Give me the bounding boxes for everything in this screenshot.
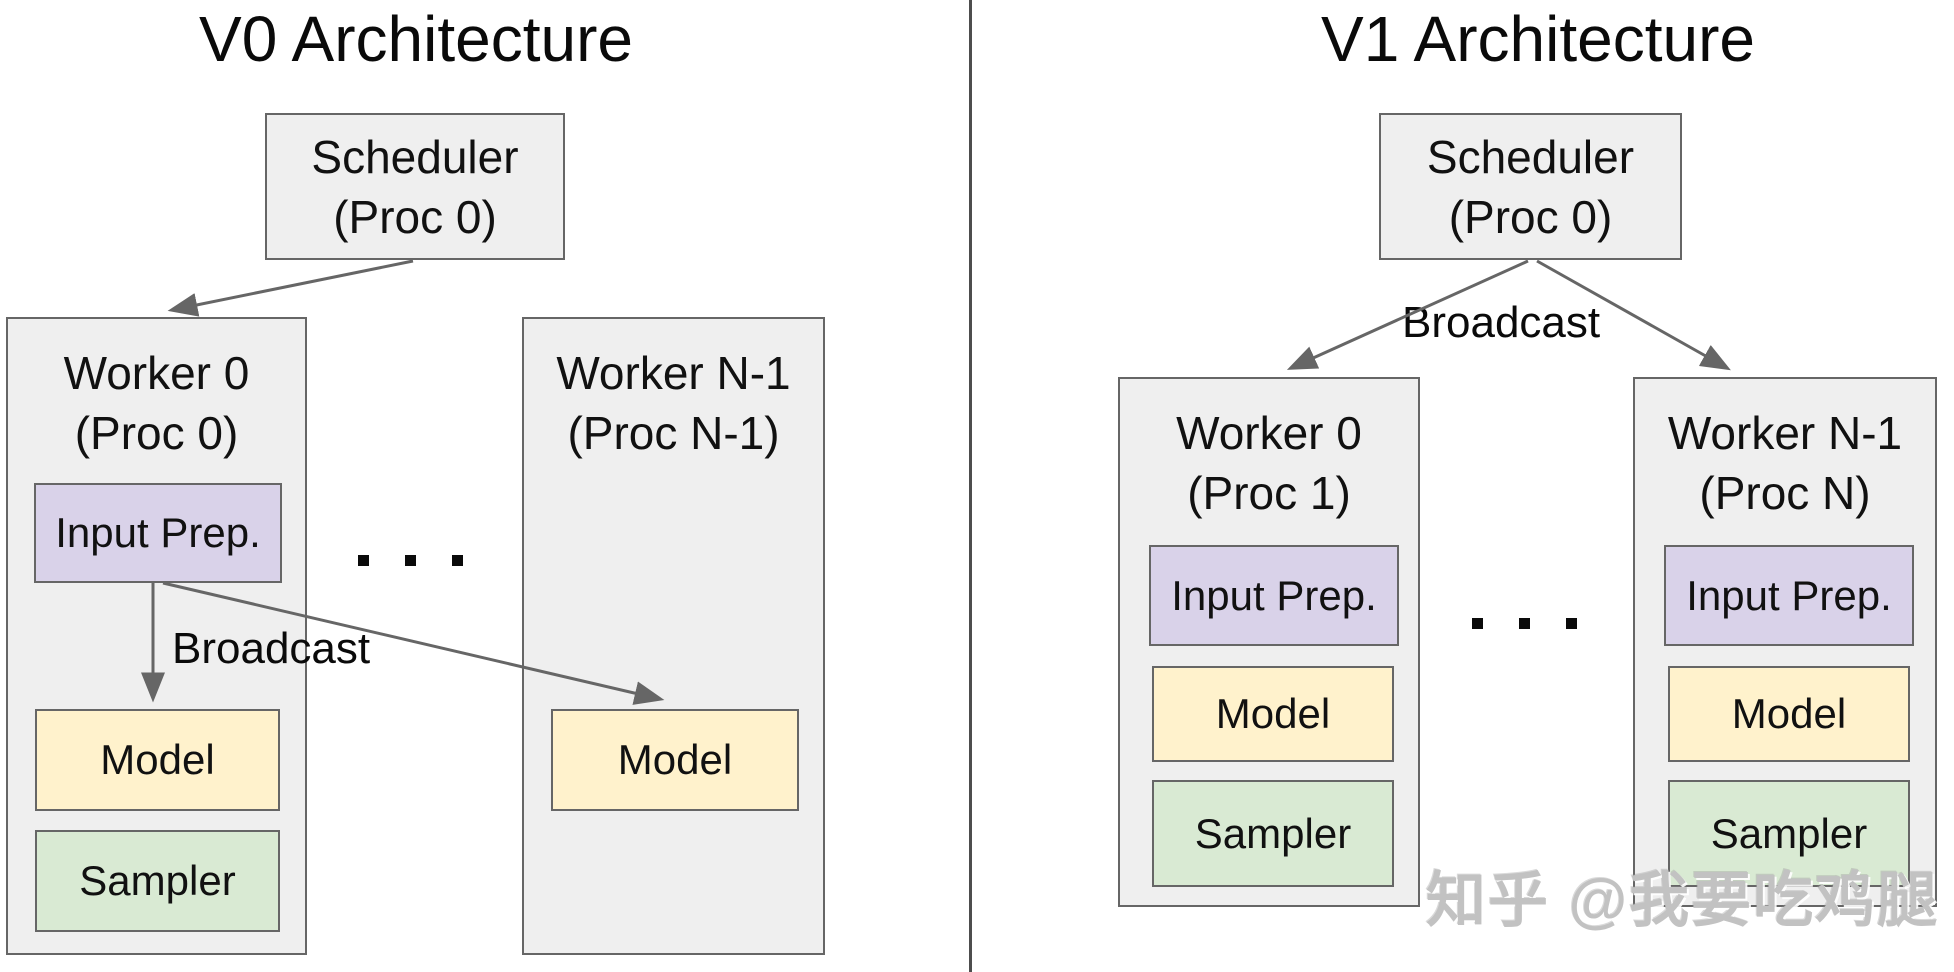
v1-title: V1 Architecture <box>1321 3 1755 75</box>
v1-scheduler-label-line2: (Proc 0) <box>1448 190 1613 243</box>
v1-worker0-label-line2: (Proc 1) <box>1187 467 1351 519</box>
v0-worker0-input-prep-box: Input Prep. <box>34 483 282 583</box>
v1-workerN-box: Worker N-1 (Proc N) Input Prep. Model Sa… <box>1633 377 1937 907</box>
v1-workerN-label-line1: Worker N-1 <box>1667 407 1903 459</box>
v1-scheduler-label-line1: Scheduler <box>1426 130 1635 183</box>
v1-workerN-title: Worker N-1 (Proc N) <box>1635 403 1935 523</box>
v1-workerN-input-prep-box: Input Prep. <box>1664 545 1914 646</box>
v1-worker0-model-box: Model <box>1152 666 1394 762</box>
v0-worker0-model-box: Model <box>35 709 280 811</box>
v0-title: V0 Architecture <box>199 3 633 75</box>
v1-worker0-box: Worker 0 (Proc 1) Input Prep. Model Samp… <box>1118 377 1420 907</box>
v1-ellipsis-dots-icon <box>1472 618 1577 629</box>
v0-workerN-label-line2: (Proc N-1) <box>567 407 780 459</box>
v0-worker0-label-line1: Worker 0 <box>63 347 250 399</box>
panel-divider <box>969 0 972 972</box>
v1-workerN-label-line2: (Proc N) <box>1699 467 1871 519</box>
v1-worker0-sampler-box: Sampler <box>1152 780 1394 887</box>
v0-broadcast-label: Broadcast <box>172 624 371 673</box>
v0-ellipsis-dots-icon <box>358 555 463 566</box>
watermark-text: 知乎 @我要吃鸡腿 <box>1426 867 1940 934</box>
v0-scheduler-label-line1: Scheduler <box>311 130 519 183</box>
v1-broadcast-label: Broadcast <box>1402 298 1601 347</box>
v1-workerN-sampler-box: Sampler <box>1668 780 1910 887</box>
v1-workerN-model-box: Model <box>1668 666 1910 762</box>
v0-worker0-label-line2: (Proc 0) <box>74 407 239 459</box>
v1-worker0-title: Worker 0 (Proc 1) <box>1120 403 1418 523</box>
v0-workerN-box: Worker N-1 (Proc N-1) Model <box>522 317 825 955</box>
v0-worker0-sampler-box: Sampler <box>35 830 280 932</box>
v1-worker0-input-prep-box: Input Prep. <box>1149 545 1399 646</box>
v0-workerN-title: Worker N-1 (Proc N-1) <box>524 343 823 463</box>
v0-scheduler-box: Scheduler (Proc 0) <box>265 113 565 260</box>
v1-worker0-label-line1: Worker 0 <box>1176 407 1362 459</box>
v0-arrow-scheduler-to-worker0 <box>167 259 414 317</box>
v0-scheduler-label-line2: (Proc 0) <box>333 190 497 243</box>
v1-scheduler-box: Scheduler (Proc 0) <box>1379 113 1682 260</box>
v0-workerN-model-box: Model <box>551 709 799 811</box>
v0-worker0-title: Worker 0 (Proc 0) <box>8 343 305 463</box>
v0-workerN-label-line1: Worker N-1 <box>556 347 791 399</box>
